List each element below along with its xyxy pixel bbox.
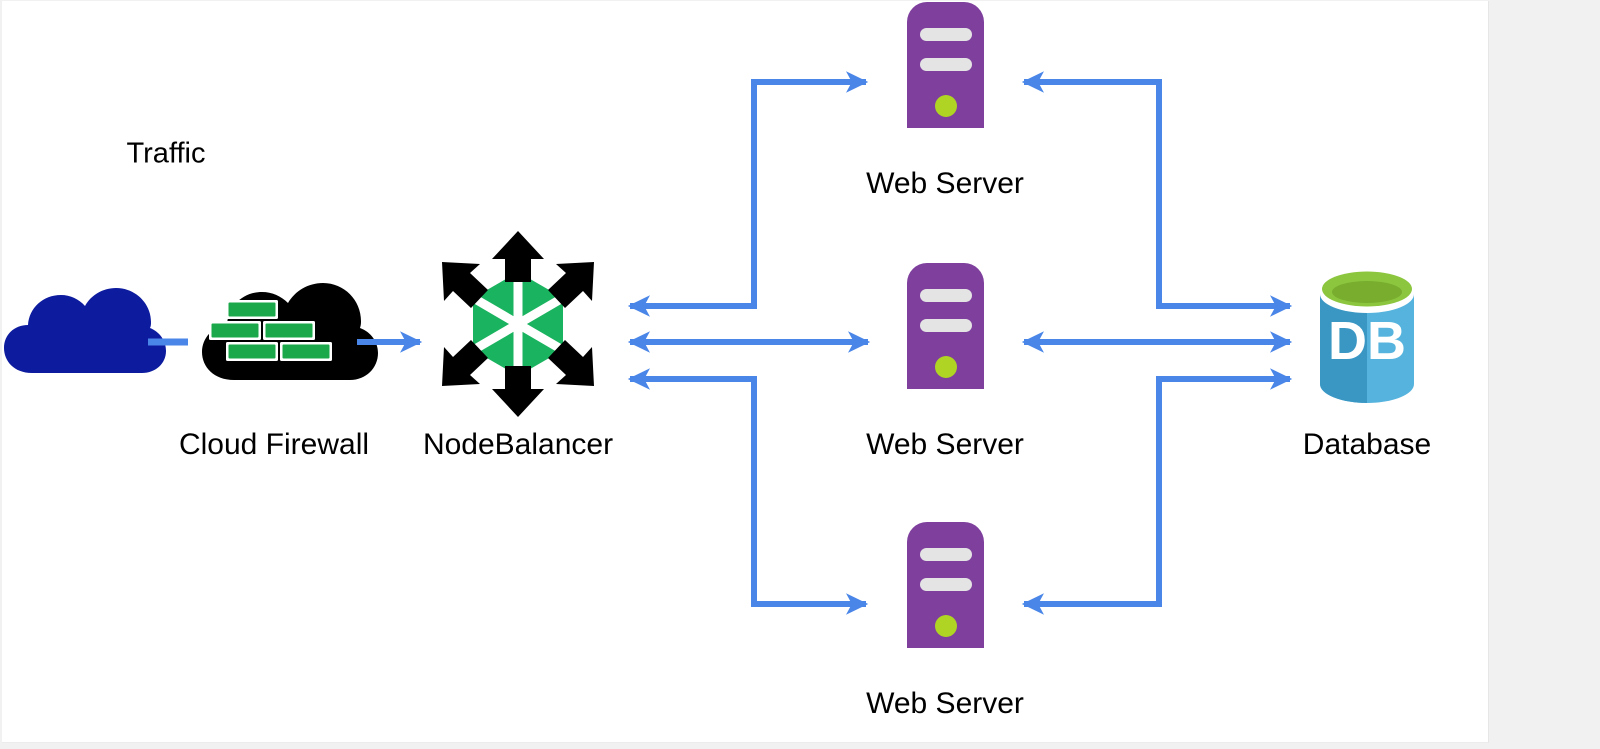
label-nodebalancer: NodeBalancer <box>422 428 614 461</box>
nodebalancer-icon <box>442 231 594 417</box>
architecture-diagram: DB <box>4 2 1414 648</box>
label-web-server-top: Web Server <box>866 167 1024 200</box>
label-cloud-firewall: Cloud Firewall <box>178 428 370 461</box>
label-database: Database <box>1302 428 1432 461</box>
connector-nodebalancer-to-server-bottom <box>627 368 869 615</box>
diagram-canvas: DB Traffic Cloud Firewall NodeBalancer W… <box>2 1 1489 743</box>
connector-server-bottom-to-database <box>1021 368 1293 615</box>
database-badge-text: DB <box>1328 311 1406 371</box>
server-icon-middle <box>907 263 984 389</box>
connector-server-top-to-database <box>1021 71 1293 317</box>
connector-nodebalancer-to-server-top <box>627 71 869 317</box>
database-icon: DB <box>1320 271 1414 403</box>
label-web-server-bottom: Web Server <box>866 687 1024 720</box>
server-icon-bottom <box>907 522 984 648</box>
server-icon-top <box>907 2 984 128</box>
label-web-server-middle: Web Server <box>866 428 1024 461</box>
cloud-icon <box>4 288 166 373</box>
label-traffic: Traffic <box>126 137 206 170</box>
firewall-icon <box>202 283 378 380</box>
